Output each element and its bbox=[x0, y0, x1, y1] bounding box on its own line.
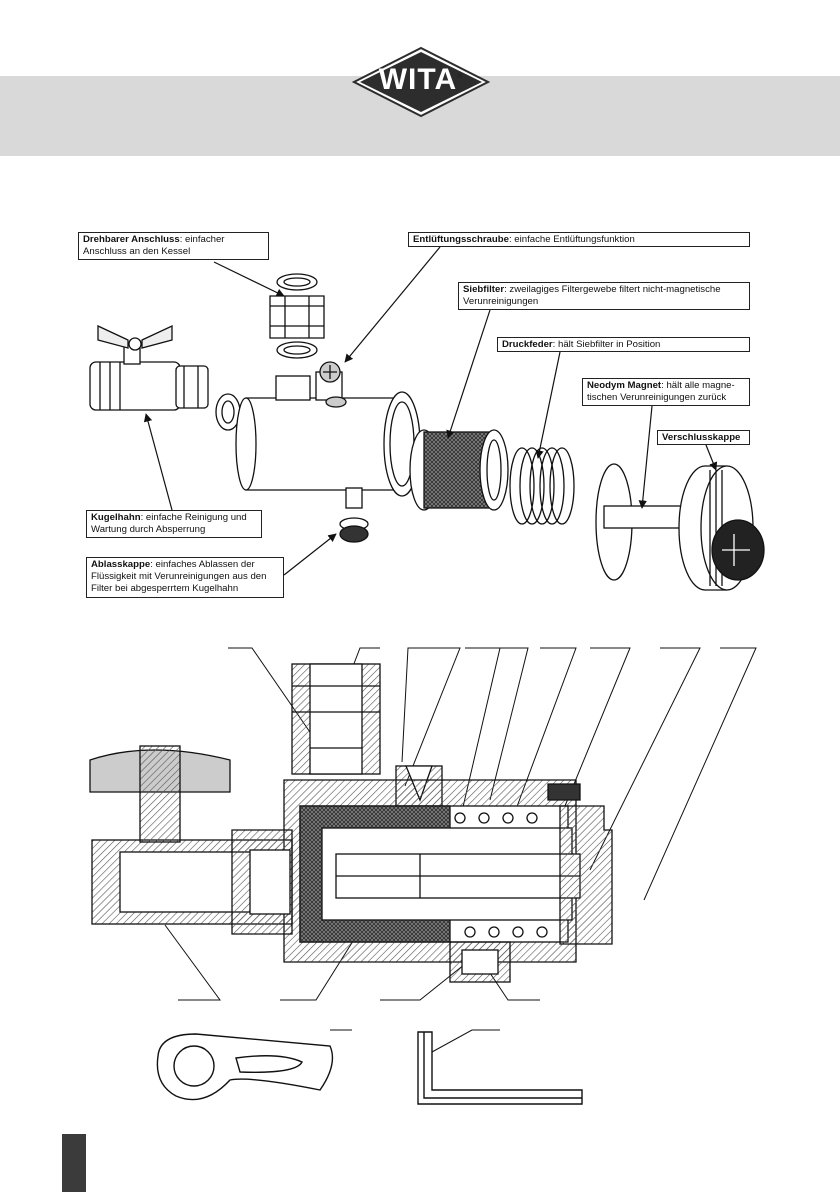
hex-key-tool bbox=[417, 1031, 583, 1105]
exploded-view bbox=[89, 273, 765, 591]
callout-rotating-connection: Drehbarer Anschluss: einfacher Anschluss… bbox=[78, 232, 269, 260]
callout-compression-spring: Druckfeder: hält Siebfilter in Position bbox=[497, 337, 750, 352]
callout-closure-cap: Verschlusskappe bbox=[657, 430, 750, 445]
callout-ball-valve: Kugelhahn: einfache Reinigung und Wartun… bbox=[86, 510, 262, 538]
callout-vent-screw: Entlüftungsschraube: einfache Entlüftung… bbox=[408, 232, 750, 247]
callout-neodym-magnet: Neodym Magnet: hält alle magne-tischen V… bbox=[582, 378, 750, 406]
callout-arrows bbox=[143, 246, 718, 576]
wita-logo bbox=[352, 46, 490, 118]
sectional-view bbox=[89, 647, 757, 1001]
logo-text: WITA® bbox=[378, 63, 464, 96]
footer-page-tab bbox=[62, 1134, 86, 1192]
tools bbox=[156, 1029, 583, 1105]
callout-drain-cap: Ablasskappe: einfaches Ablassen der Flüs… bbox=[86, 557, 284, 598]
callout-sieve-filter: Siebfilter: zweilagiges Filtergewebe fil… bbox=[458, 282, 750, 310]
